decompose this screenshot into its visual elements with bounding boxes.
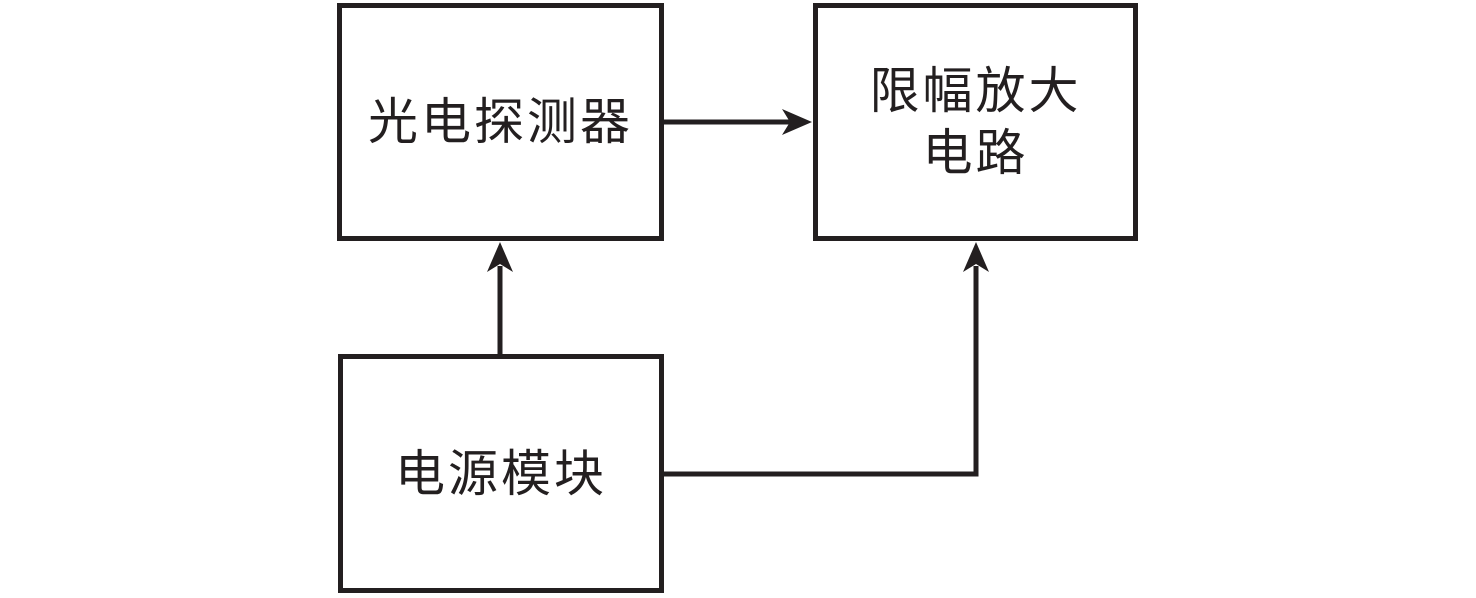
box-power-module-label: 电源模块 [395, 444, 607, 503]
box-limiting-amplifier-label-line1: 限幅放大 [869, 62, 1082, 120]
arrowhead-right-icon [782, 109, 812, 135]
box-limiting-amplifier-label-line2: 电路 [922, 124, 1029, 182]
arrowhead-up-icon [487, 242, 513, 272]
box-power-module: 电源模块 [338, 354, 664, 593]
arrowhead-up-icon [963, 242, 989, 272]
box-photodetector: 光电探测器 [337, 3, 664, 241]
arrow-photodetector-to-amplifier [664, 109, 812, 135]
arrow-power-to-photodetector [487, 242, 513, 354]
arrow-power-to-amplifier [663, 242, 989, 477]
box-limiting-amplifier: 限幅放大 电路 [813, 3, 1138, 241]
box-photodetector-label: 光电探测器 [368, 93, 633, 151]
